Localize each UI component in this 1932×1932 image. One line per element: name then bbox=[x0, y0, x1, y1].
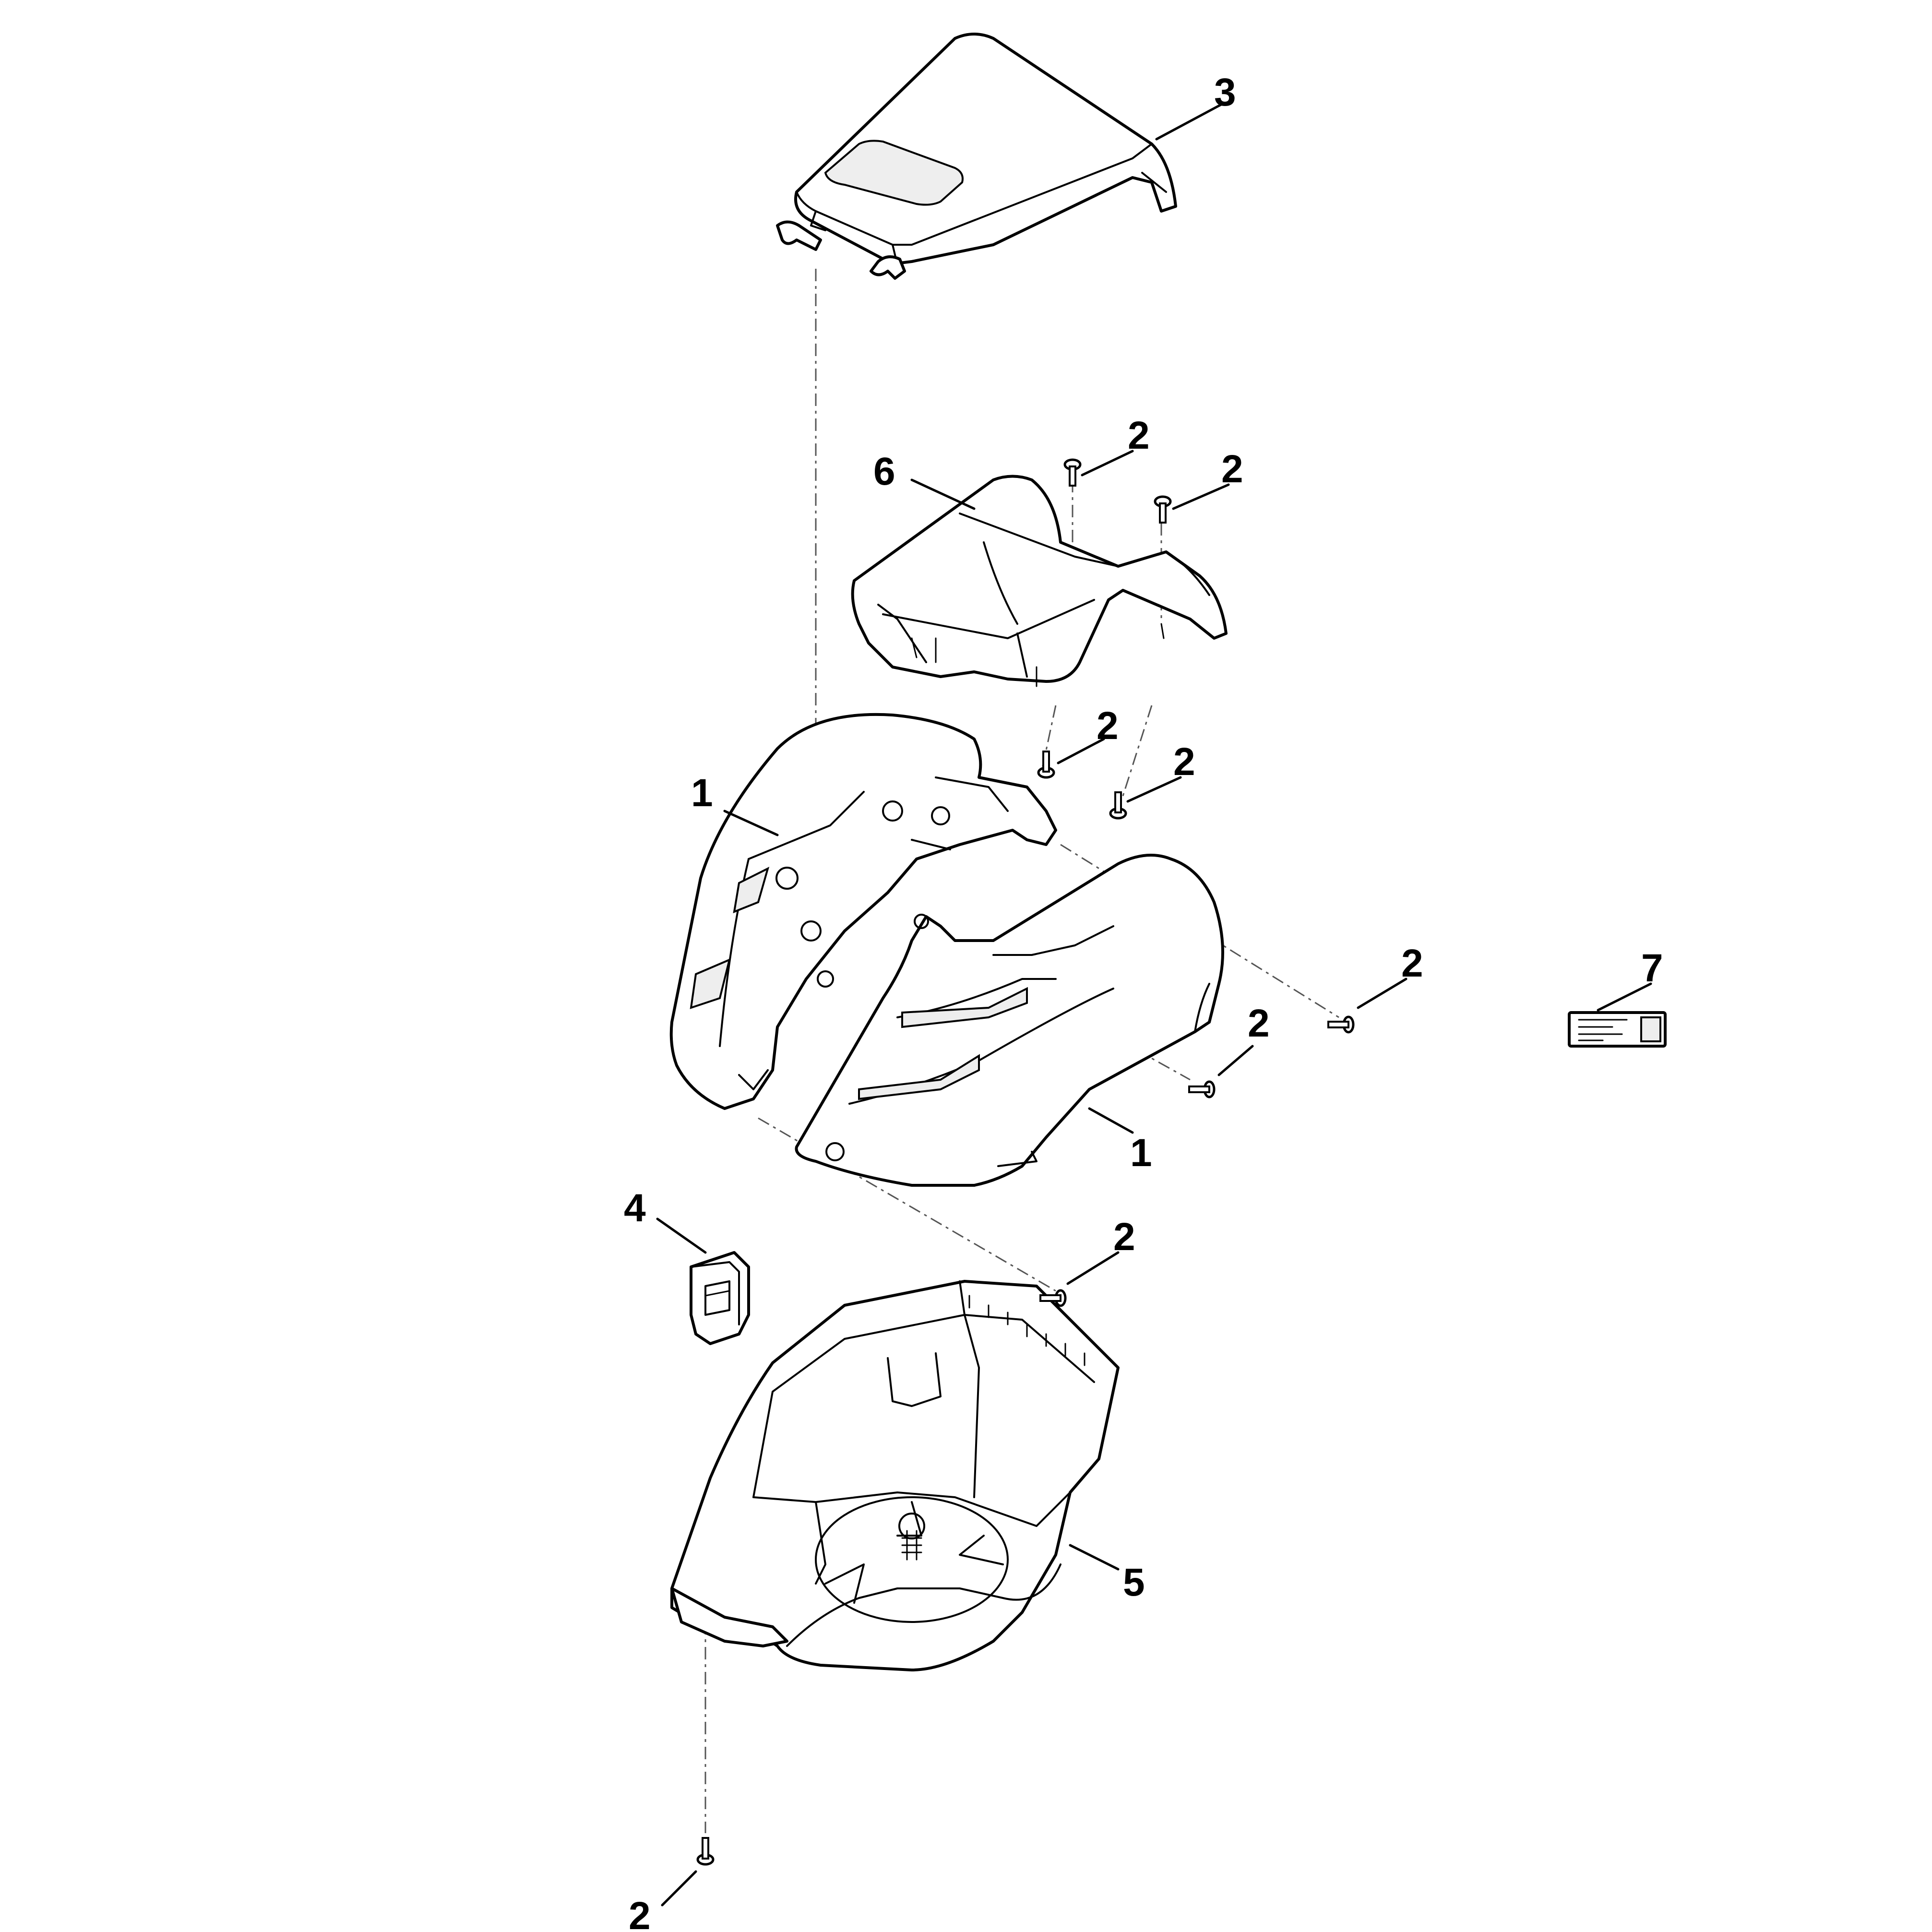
part-4-clip bbox=[690, 1251, 750, 1345]
callout-2-far-right: 2 bbox=[1401, 942, 1423, 985]
callout-5: 5 bbox=[1123, 1561, 1145, 1604]
part-5-lower-chassis bbox=[670, 1280, 1120, 1671]
part-3-top-cover bbox=[776, 33, 1177, 280]
screw-2f bbox=[1188, 1080, 1216, 1098]
part-7-label bbox=[1568, 1011, 1667, 1048]
screw-2d bbox=[1109, 791, 1127, 820]
screw-2e bbox=[1327, 1015, 1355, 1034]
callout-2-bottom: 2 bbox=[629, 1894, 651, 1932]
screws bbox=[696, 458, 1355, 1866]
part-1-right-housing bbox=[795, 854, 1224, 1187]
callout-1-right: 1 bbox=[1130, 1131, 1152, 1175]
screw-2c bbox=[1037, 751, 1055, 779]
callout-2-top-right: 2 bbox=[1221, 447, 1243, 491]
callout-4: 4 bbox=[624, 1186, 646, 1230]
callout-2-right: 2 bbox=[1248, 1002, 1270, 1045]
callout-2-top-left: 2 bbox=[1128, 414, 1150, 457]
part-6-upper-housing bbox=[851, 475, 1228, 687]
callout-7: 7 bbox=[1641, 946, 1663, 990]
leader-lines bbox=[656, 102, 1652, 1907]
screw-2g bbox=[1039, 1289, 1067, 1307]
callout-2-mid-right: 2 bbox=[1173, 740, 1195, 784]
screw-2h bbox=[696, 1837, 715, 1866]
screw-2b bbox=[1154, 495, 1172, 524]
callout-3: 3 bbox=[1214, 71, 1236, 114]
screw-2a bbox=[1063, 458, 1082, 487]
callout-1-left: 1 bbox=[691, 771, 713, 815]
part-1-left-housing bbox=[669, 713, 1057, 1110]
callout-2-mid-left: 2 bbox=[1097, 704, 1119, 748]
callout-2-lower: 2 bbox=[1113, 1215, 1135, 1259]
callout-labels: 3 6 2 2 2 2 1 2 7 2 1 2 4 5 2 bbox=[624, 71, 1663, 1932]
callout-6: 6 bbox=[873, 450, 895, 493]
